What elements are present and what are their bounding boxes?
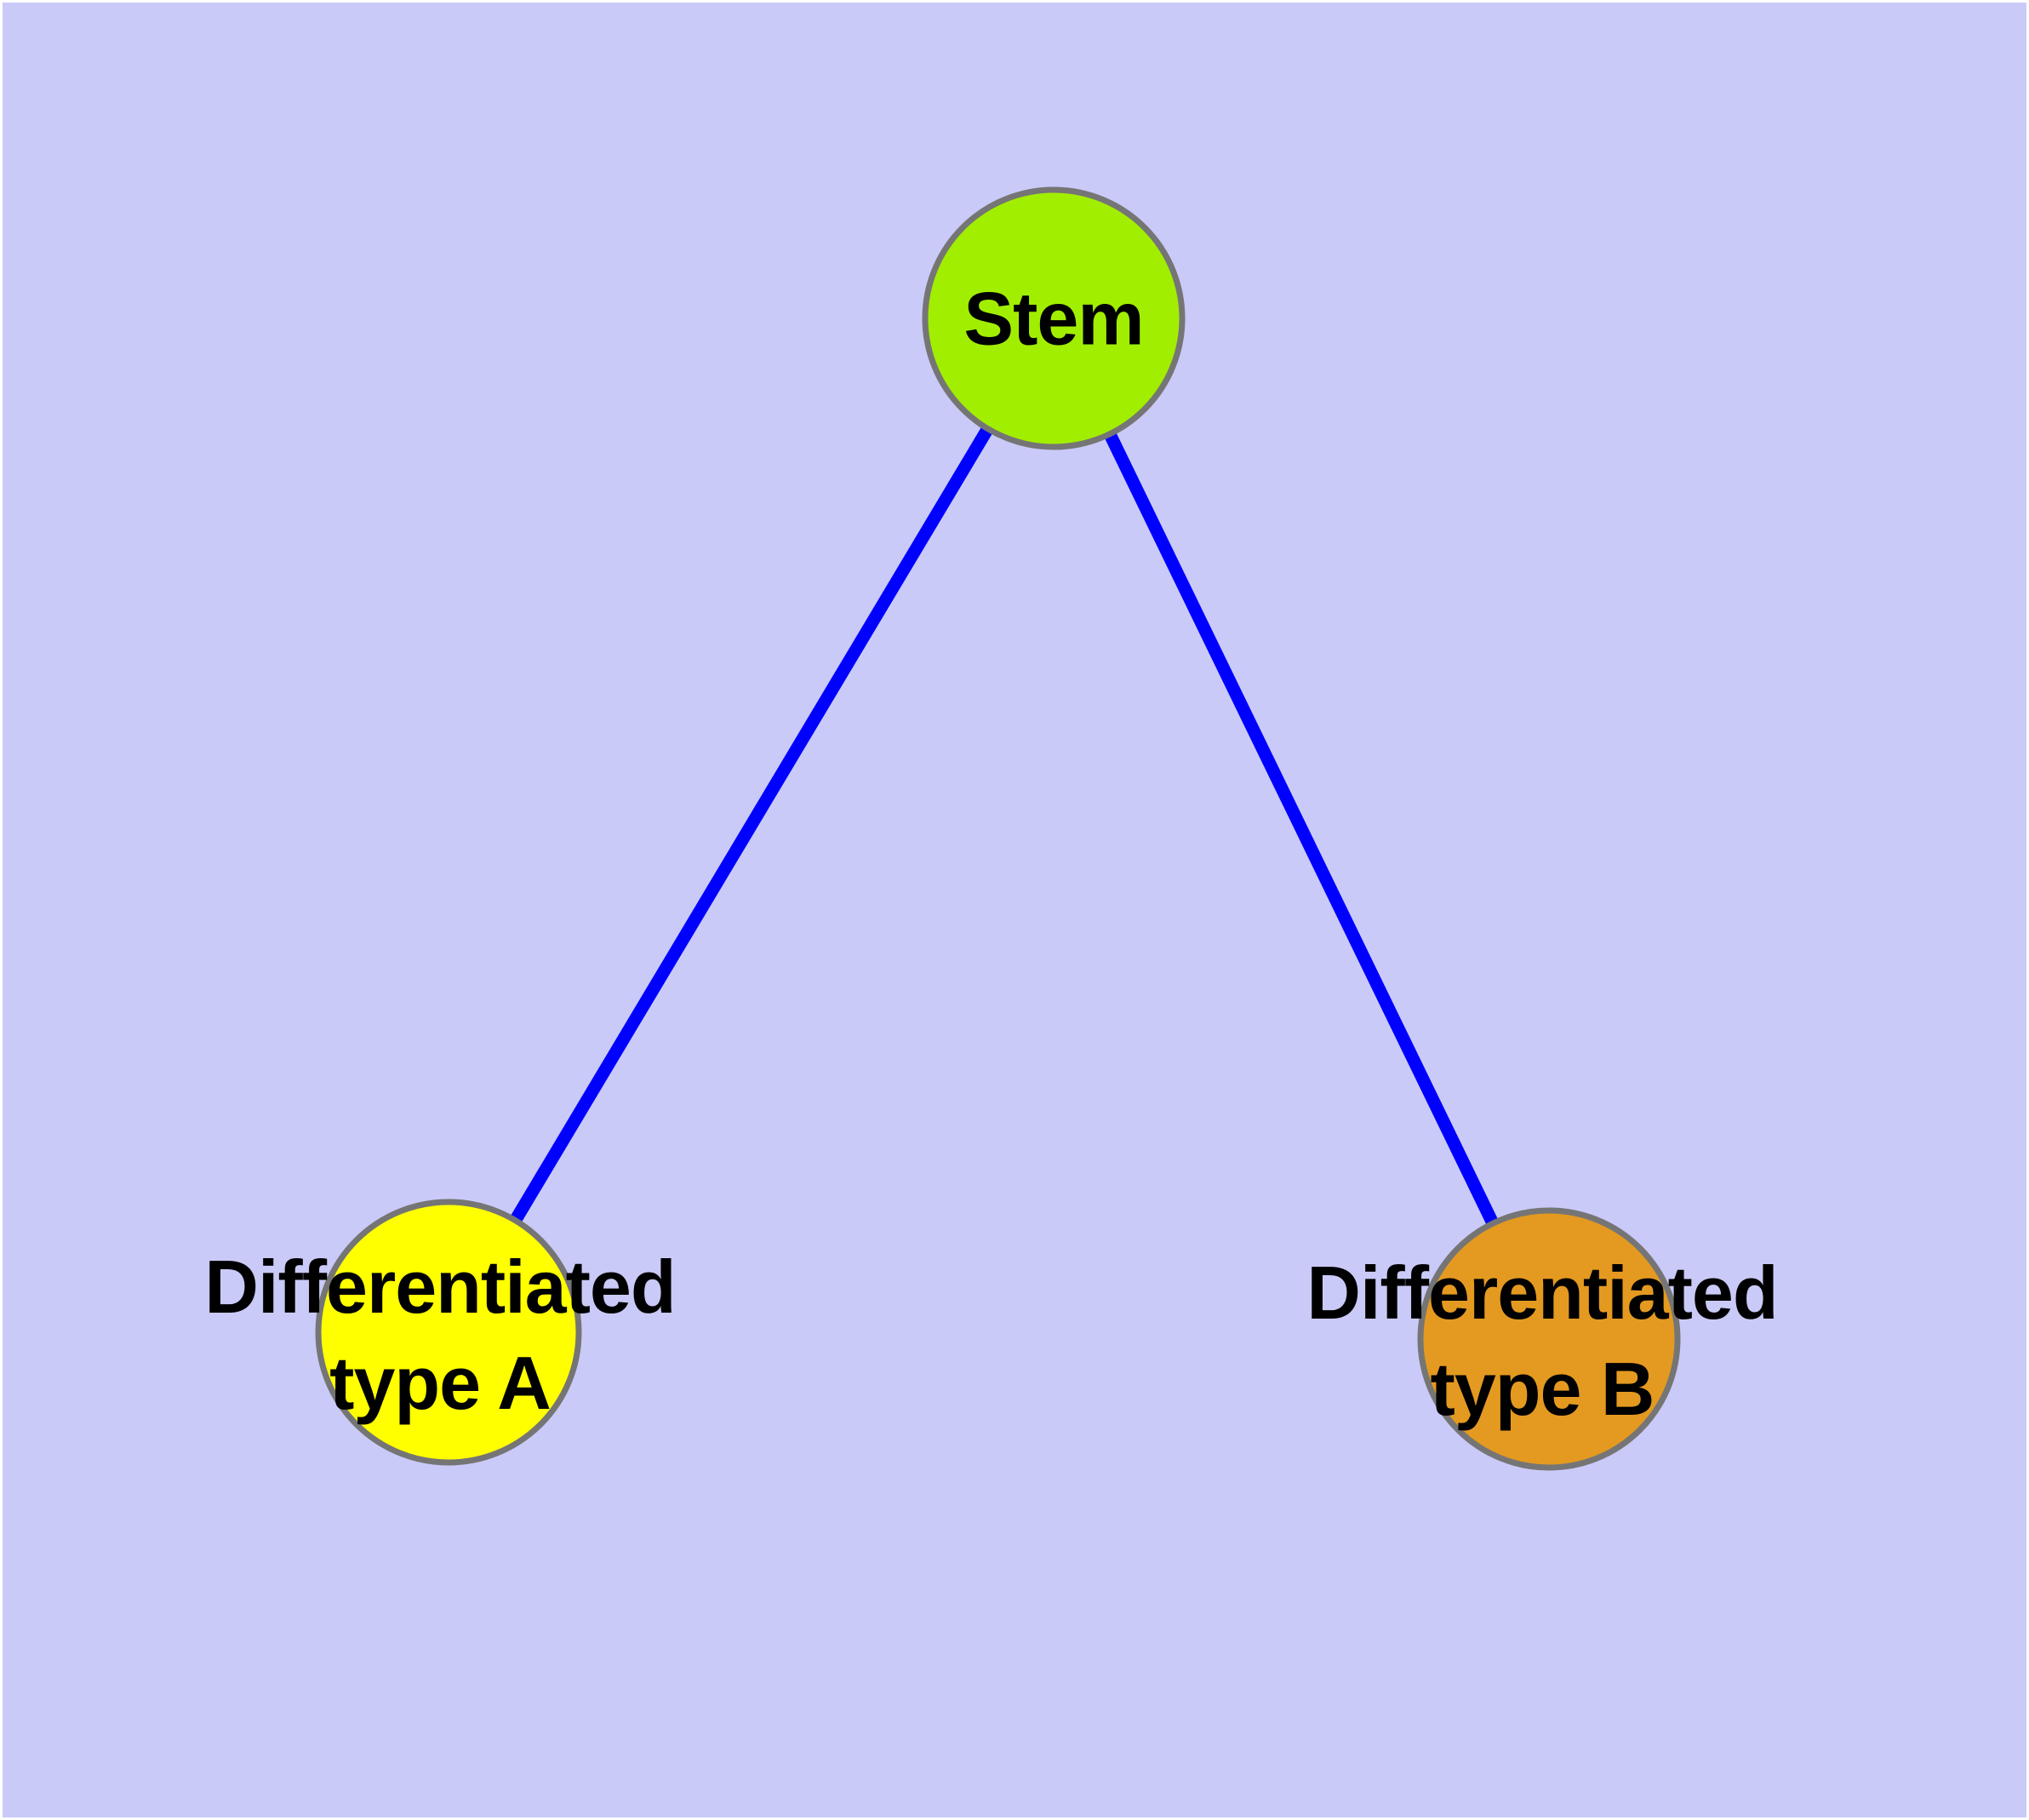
node-stem xyxy=(922,186,1186,450)
node-label-type-b: Differentiated type B xyxy=(1306,1245,1778,1437)
node-label-type-b-line1: Differentiated xyxy=(1306,1251,1778,1335)
node-type-b xyxy=(1417,1207,1681,1471)
node-type-a xyxy=(315,1199,582,1466)
node-label-type-b-line2: type B xyxy=(1430,1347,1655,1431)
edge-stem-to-type-a xyxy=(443,315,1060,1336)
node-label-stem: Stem xyxy=(963,271,1144,367)
node-label-type-a-line1: Differentiated xyxy=(204,1245,676,1329)
node-label-stem-text: Stem xyxy=(963,276,1144,361)
edge-stem-to-type-b xyxy=(1048,315,1555,1342)
node-label-type-a: Differentiated type A xyxy=(204,1239,676,1431)
node-label-type-a-line2: type A xyxy=(329,1341,552,1425)
